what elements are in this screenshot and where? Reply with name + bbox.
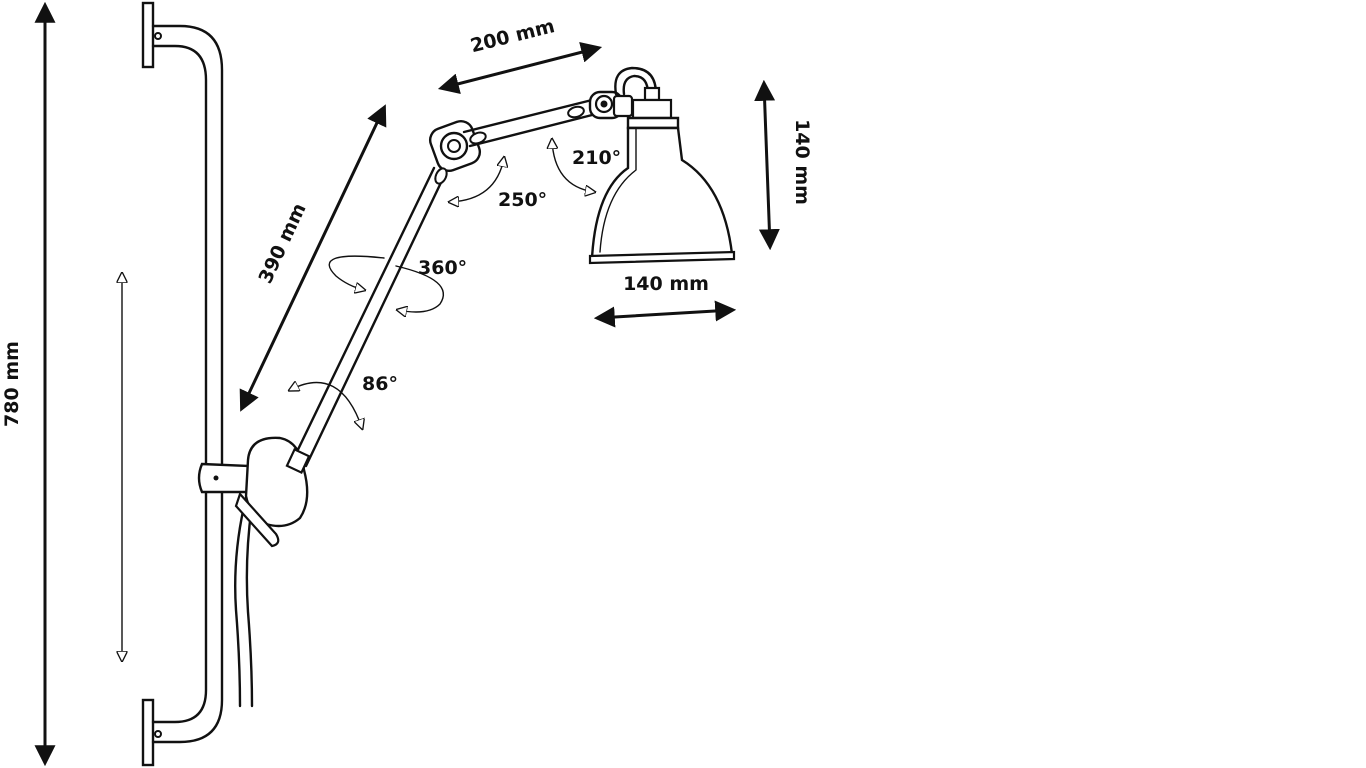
- shade-angle-label: 210°: [572, 147, 621, 169]
- shade-top-rim: [626, 116, 680, 130]
- arm-upper-dimension: 200 mm: [437, 15, 603, 94]
- arm-upper-arrow: [437, 42, 603, 94]
- arm-rotation: 360°: [328, 255, 467, 312]
- base-rotation: 86°: [290, 373, 398, 428]
- shade-rotation-arrow: [552, 140, 594, 192]
- top-wall-plate: [141, 1, 155, 69]
- arm-lower-arrow: [239, 104, 387, 412]
- clamp-screw: [213, 475, 219, 481]
- elbow-rotation-arrow: [450, 158, 504, 202]
- shade-width-arrow: [593, 300, 737, 328]
- total-height-dimension: 780 mm: [1, 1, 56, 767]
- shade-height-label: 140 mm: [791, 119, 813, 205]
- base-joint: [197, 436, 309, 708]
- shade-socket-cap: [643, 86, 661, 102]
- shade-height-dimension: 140 mm: [754, 79, 813, 251]
- arm-lower-dimension: 390 mm: [239, 104, 387, 412]
- arm-rotation-arrow-right: [396, 265, 445, 312]
- base-rotation-arrow: [290, 382, 362, 428]
- lower-arm-socket: [285, 448, 311, 474]
- total-height-label: 780 mm: [1, 341, 23, 427]
- base-angle-label: 86°: [362, 373, 398, 395]
- elbow-angle-label: 250°: [498, 189, 547, 211]
- shade-bracket: [614, 66, 658, 96]
- shade-height-arrow: [754, 79, 780, 251]
- lower-arm: [285, 166, 448, 474]
- upper-arm: [462, 98, 598, 148]
- arm-rotation-arrow-left: [328, 255, 385, 290]
- top-plate-screw: [154, 32, 162, 40]
- power-cord-inner: [245, 490, 256, 708]
- shade-socket: [631, 98, 673, 120]
- rail-tube-inner: [151, 44, 208, 724]
- bottom-plate-screw: [154, 730, 162, 738]
- shade-joint: [588, 66, 658, 120]
- rail-tube-outer: [151, 24, 224, 744]
- bottom-wall-plate: [141, 698, 155, 767]
- wall-rail: [141, 1, 224, 767]
- arm-lower-label: 390 mm: [254, 200, 310, 287]
- elbow-rotation: 250°: [450, 158, 547, 211]
- shade-inner-line: [599, 127, 637, 253]
- shade-width-label: 140 mm: [623, 273, 709, 295]
- shade-rotation: 210°: [552, 140, 621, 192]
- shade-width-dimension: 140 mm: [593, 273, 737, 328]
- lamp-shade: [588, 86, 736, 265]
- arm-upper-label: 200 mm: [468, 15, 557, 57]
- arm-rotation-label: 360°: [418, 257, 467, 279]
- shade-bottom-rim: [588, 250, 736, 265]
- power-cord: [234, 488, 250, 708]
- base-joint-lever: [234, 491, 280, 548]
